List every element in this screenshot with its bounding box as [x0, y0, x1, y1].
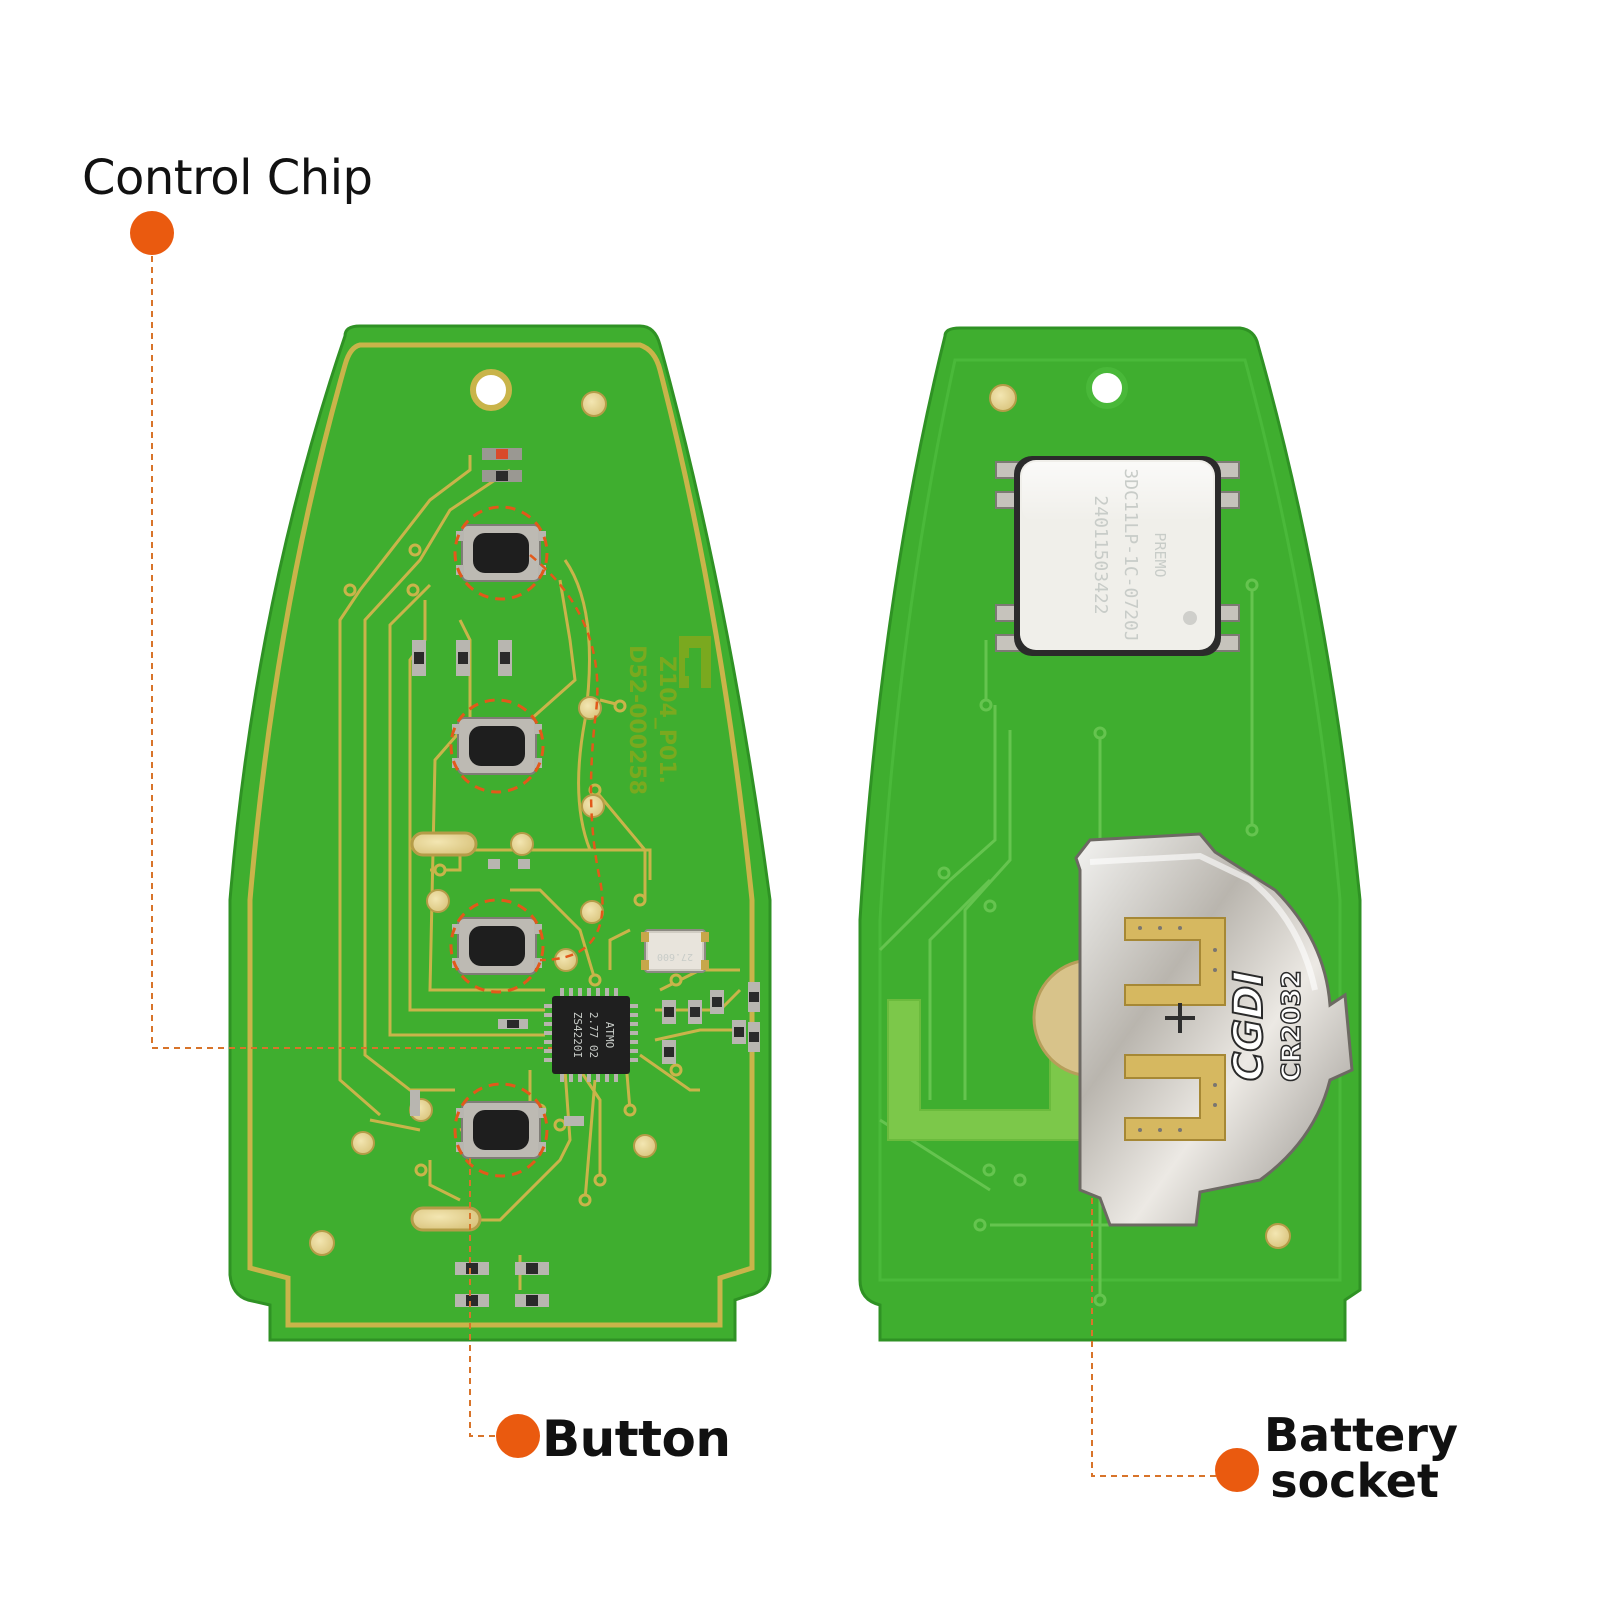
rf-module: PREMO 3DC11LP-1C-0720J 24011503422: [995, 456, 1240, 656]
front-smd-parts: [410, 448, 760, 1307]
silkscreen-part-number: D52-000258: [624, 645, 649, 795]
chip-marking-line1: ATMO: [603, 1022, 616, 1049]
crystal-label: 27.600: [657, 951, 693, 962]
back-mount-hole: [1086, 367, 1128, 409]
battery-brand: CGDI: [1226, 971, 1272, 1081]
battery-holder-dots: [1138, 926, 1217, 1132]
front-pad: [581, 391, 607, 417]
back-inner-trace: [878, 358, 1342, 1282]
cg-logo-icon: [679, 636, 711, 688]
module-dot: [1183, 611, 1197, 625]
battery-socket-label-line1: Battery: [1264, 1408, 1458, 1462]
tactile-button: [456, 1101, 546, 1159]
front-board-outline: [228, 324, 772, 1342]
button-highlight-circle: [453, 505, 549, 601]
back-pad: [1265, 1223, 1291, 1249]
control-chip-marker: [130, 211, 174, 255]
button-leader: [469, 1158, 510, 1437]
battery-leader: [1091, 1198, 1230, 1477]
front-perimeter-trace: [247, 342, 755, 1328]
button-highlights: [449, 505, 549, 1178]
button-connector-curve: [529, 554, 604, 962]
front-slot-pad: [410, 1206, 482, 1232]
back-vias: [937, 578, 1259, 1307]
chip-marking-line3: ZS4220I: [571, 1012, 584, 1058]
tactile-button: [452, 717, 542, 775]
tactile-button: [456, 524, 546, 582]
module-lot-number: 24011503422: [1090, 495, 1111, 614]
front-mount-hole: [470, 369, 512, 411]
crystal-oscillator: 27.600: [641, 929, 709, 973]
silkscreen-model: Z104_P01.: [654, 656, 679, 784]
front-board: 27.600 ATMO 2.77 02 ZS4220I: [228, 324, 772, 1342]
battery-socket: CGDI CR2032: [1032, 832, 1354, 1227]
control-chip-label: Control Chip: [82, 150, 373, 206]
control-chip: ATMO 2.77 02 ZS4220I: [544, 988, 638, 1082]
back-board: PREMO 3DC11LP-1C-0720J 24011503422: [858, 326, 1362, 1342]
button-highlight-circle: [449, 898, 545, 994]
button-highlight-circle: [449, 698, 545, 794]
chip-pins: [544, 988, 638, 1082]
control-chip-leader: [151, 234, 552, 1049]
callout-lines: [151, 234, 1230, 1477]
tactile-button: [452, 917, 542, 975]
front-silkscreen: Z104_P01. D52-000258: [624, 636, 711, 795]
front-buttons: [452, 524, 546, 1159]
button-highlight-circle: [453, 1082, 549, 1178]
battery-model: CR2032: [1277, 970, 1307, 1081]
front-pad: [309, 1230, 335, 1256]
battery-contact: [1124, 917, 1226, 1141]
front-slot-pad: [410, 831, 478, 857]
button-label: Button: [542, 1410, 731, 1468]
module-brand: PREMO: [1151, 532, 1169, 577]
battery-marker: [1215, 1448, 1259, 1492]
button-marker: [496, 1414, 540, 1458]
chip-marking-line2: 2.77 02: [587, 1012, 600, 1058]
plus-icon: [1165, 1003, 1195, 1033]
battery-socket-label-line2: socket: [1270, 1454, 1439, 1508]
battery-socket-label: Battery socket: [1264, 1408, 1458, 1508]
module-part-number: 3DC11LP-1C-0720J: [1120, 468, 1141, 641]
back-pad: [989, 384, 1017, 412]
